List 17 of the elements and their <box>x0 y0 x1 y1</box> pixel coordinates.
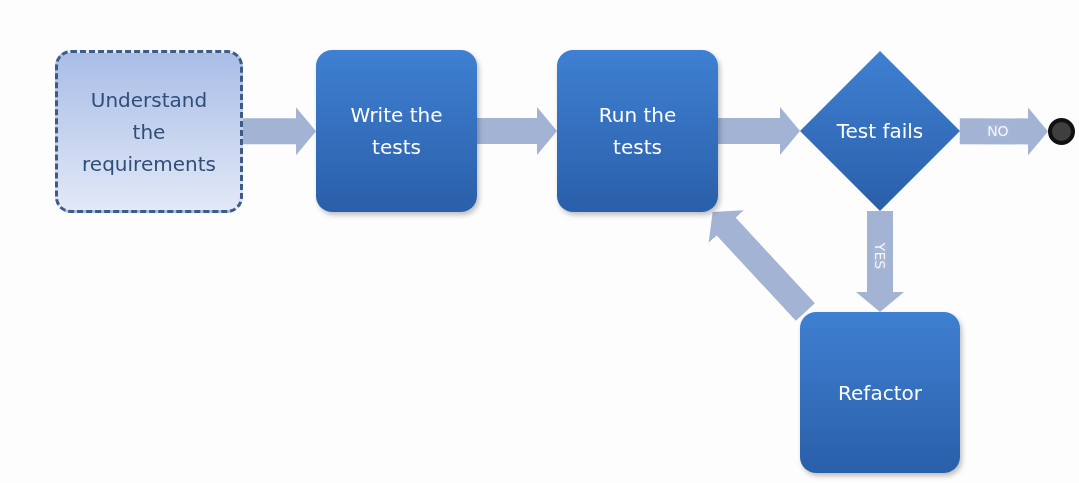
end-point-circle <box>1048 118 1075 145</box>
process-box <box>800 312 960 473</box>
edge-label: NO <box>986 124 1010 139</box>
block-arrow <box>718 107 800 155</box>
node-label: Run the tests <box>597 102 678 161</box>
block-arrow <box>856 211 904 312</box>
node-label: Understand the requirements <box>81 86 217 178</box>
block-arrow <box>477 107 557 155</box>
process-box <box>557 50 718 212</box>
dashed-process-box <box>55 50 243 213</box>
block-arrow <box>242 107 317 156</box>
process-box <box>316 50 477 212</box>
node-label: Test fails <box>836 118 924 145</box>
block-arrow <box>959 107 1049 156</box>
node-label: Write the tests <box>349 102 444 161</box>
edge-label: YES <box>873 241 887 270</box>
node-label: Refactor <box>838 379 922 407</box>
